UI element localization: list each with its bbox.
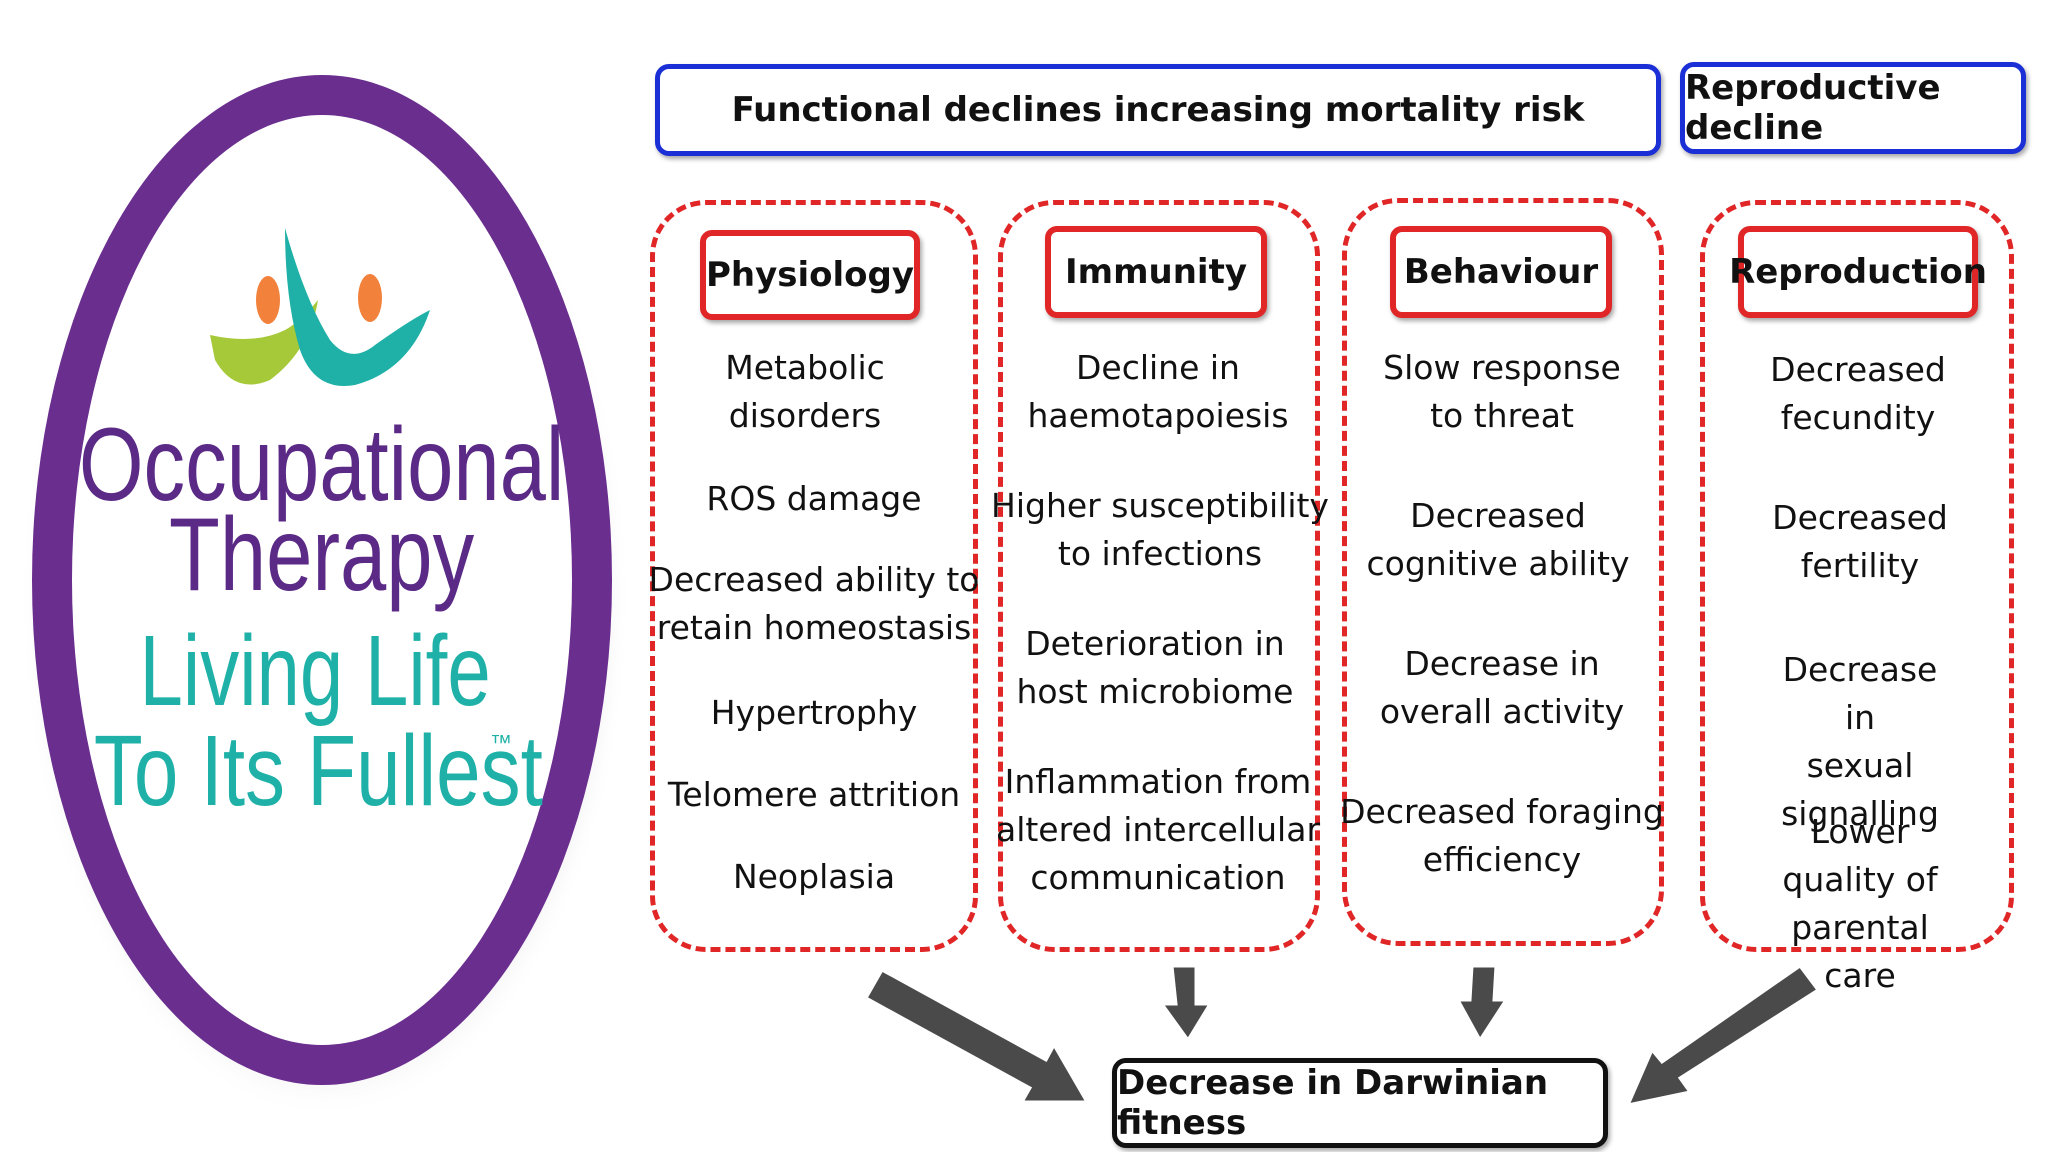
occupational-therapy-logo: Occupational Therapy Living Life To Its … <box>20 75 630 1118</box>
logo-text-fullest: To Its Fullest <box>94 716 543 828</box>
physiology-column <box>650 200 978 952</box>
reproduction-title: Reproduction <box>1729 252 1987 292</box>
physiology-title-box: Physiology <box>700 230 920 320</box>
physiology-title: Physiology <box>705 255 915 295</box>
functional-declines-header: Functional declines increasing mortality… <box>655 64 1661 156</box>
reproduction-item: Decreased fecundity <box>1770 350 1946 437</box>
reproduction-title-box: Reproduction <box>1729 226 1987 318</box>
physiology-item: ROS damage <box>706 479 922 518</box>
arrow-reproduction-to-outcome <box>1625 963 1821 1108</box>
immunity-item: Higher susceptibility to infections <box>991 486 1329 573</box>
arrow-behaviour-to-outcome <box>1455 964 1509 1043</box>
behaviour-item: Decreased foraging efficiency <box>1340 792 1664 879</box>
arrow-physiology-to-outcome <box>863 967 1090 1104</box>
logo-text-living-life: Living Life <box>140 616 491 728</box>
physiology-item: Telomere attrition <box>667 775 961 814</box>
behaviour-column <box>1342 198 1664 946</box>
immunity-title: Immunity <box>1065 252 1247 292</box>
arrow-immunity-to-outcome <box>1159 964 1213 1043</box>
immunity-title-box: Immunity <box>1045 226 1267 318</box>
physiology-item: Neoplasia <box>732 857 896 896</box>
logo-text-occupational: Occupational <box>79 406 565 522</box>
immunity-item: Deterioration in host microbiome <box>1016 624 1294 711</box>
darwinian-fitness-label: Decrease in Darwinian fitness <box>1117 1063 1549 1143</box>
behaviour-item: Decrease in overall activity <box>1379 644 1625 731</box>
physiology-item: Decreased ability to retain homeostasis <box>648 560 980 647</box>
behaviour-item: Decreased cognitive ability <box>1366 496 1630 583</box>
reproduction-item: Decreased fertility <box>1772 498 1948 585</box>
immunity-item: Decline in haemotapoiesis <box>1027 348 1289 435</box>
reproduction-item: Decrease in sexual signalling <box>1781 650 1939 833</box>
reproductive-decline-header-label: Reproductive decline <box>1685 68 1941 148</box>
reproduction-column <box>1700 200 2014 952</box>
darwinian-fitness-box: Decrease in Darwinian fitness <box>1112 1058 1608 1148</box>
physiology-item: Metabolic disorders <box>725 348 885 435</box>
reproductive-decline-header: Reproductive decline <box>1680 62 2026 154</box>
behaviour-title-box: Behaviour <box>1390 226 1612 318</box>
functional-declines-header-label: Functional declines increasing mortality… <box>731 90 1585 130</box>
reproduction-item: Lower quality of parental care <box>1782 812 1938 995</box>
logo-text-therapy: Therapy <box>169 496 474 612</box>
physiology-item: Hypertrophy <box>710 693 918 732</box>
behaviour-title: Behaviour <box>1403 252 1599 292</box>
logo-trademark: ™ <box>490 730 512 755</box>
logo-figures-icon <box>210 228 430 386</box>
immunity-column <box>998 200 1320 952</box>
behaviour-item: Slow response to threat <box>1383 348 1621 435</box>
immunity-item: Inflammation from altered intercellular … <box>995 762 1321 897</box>
